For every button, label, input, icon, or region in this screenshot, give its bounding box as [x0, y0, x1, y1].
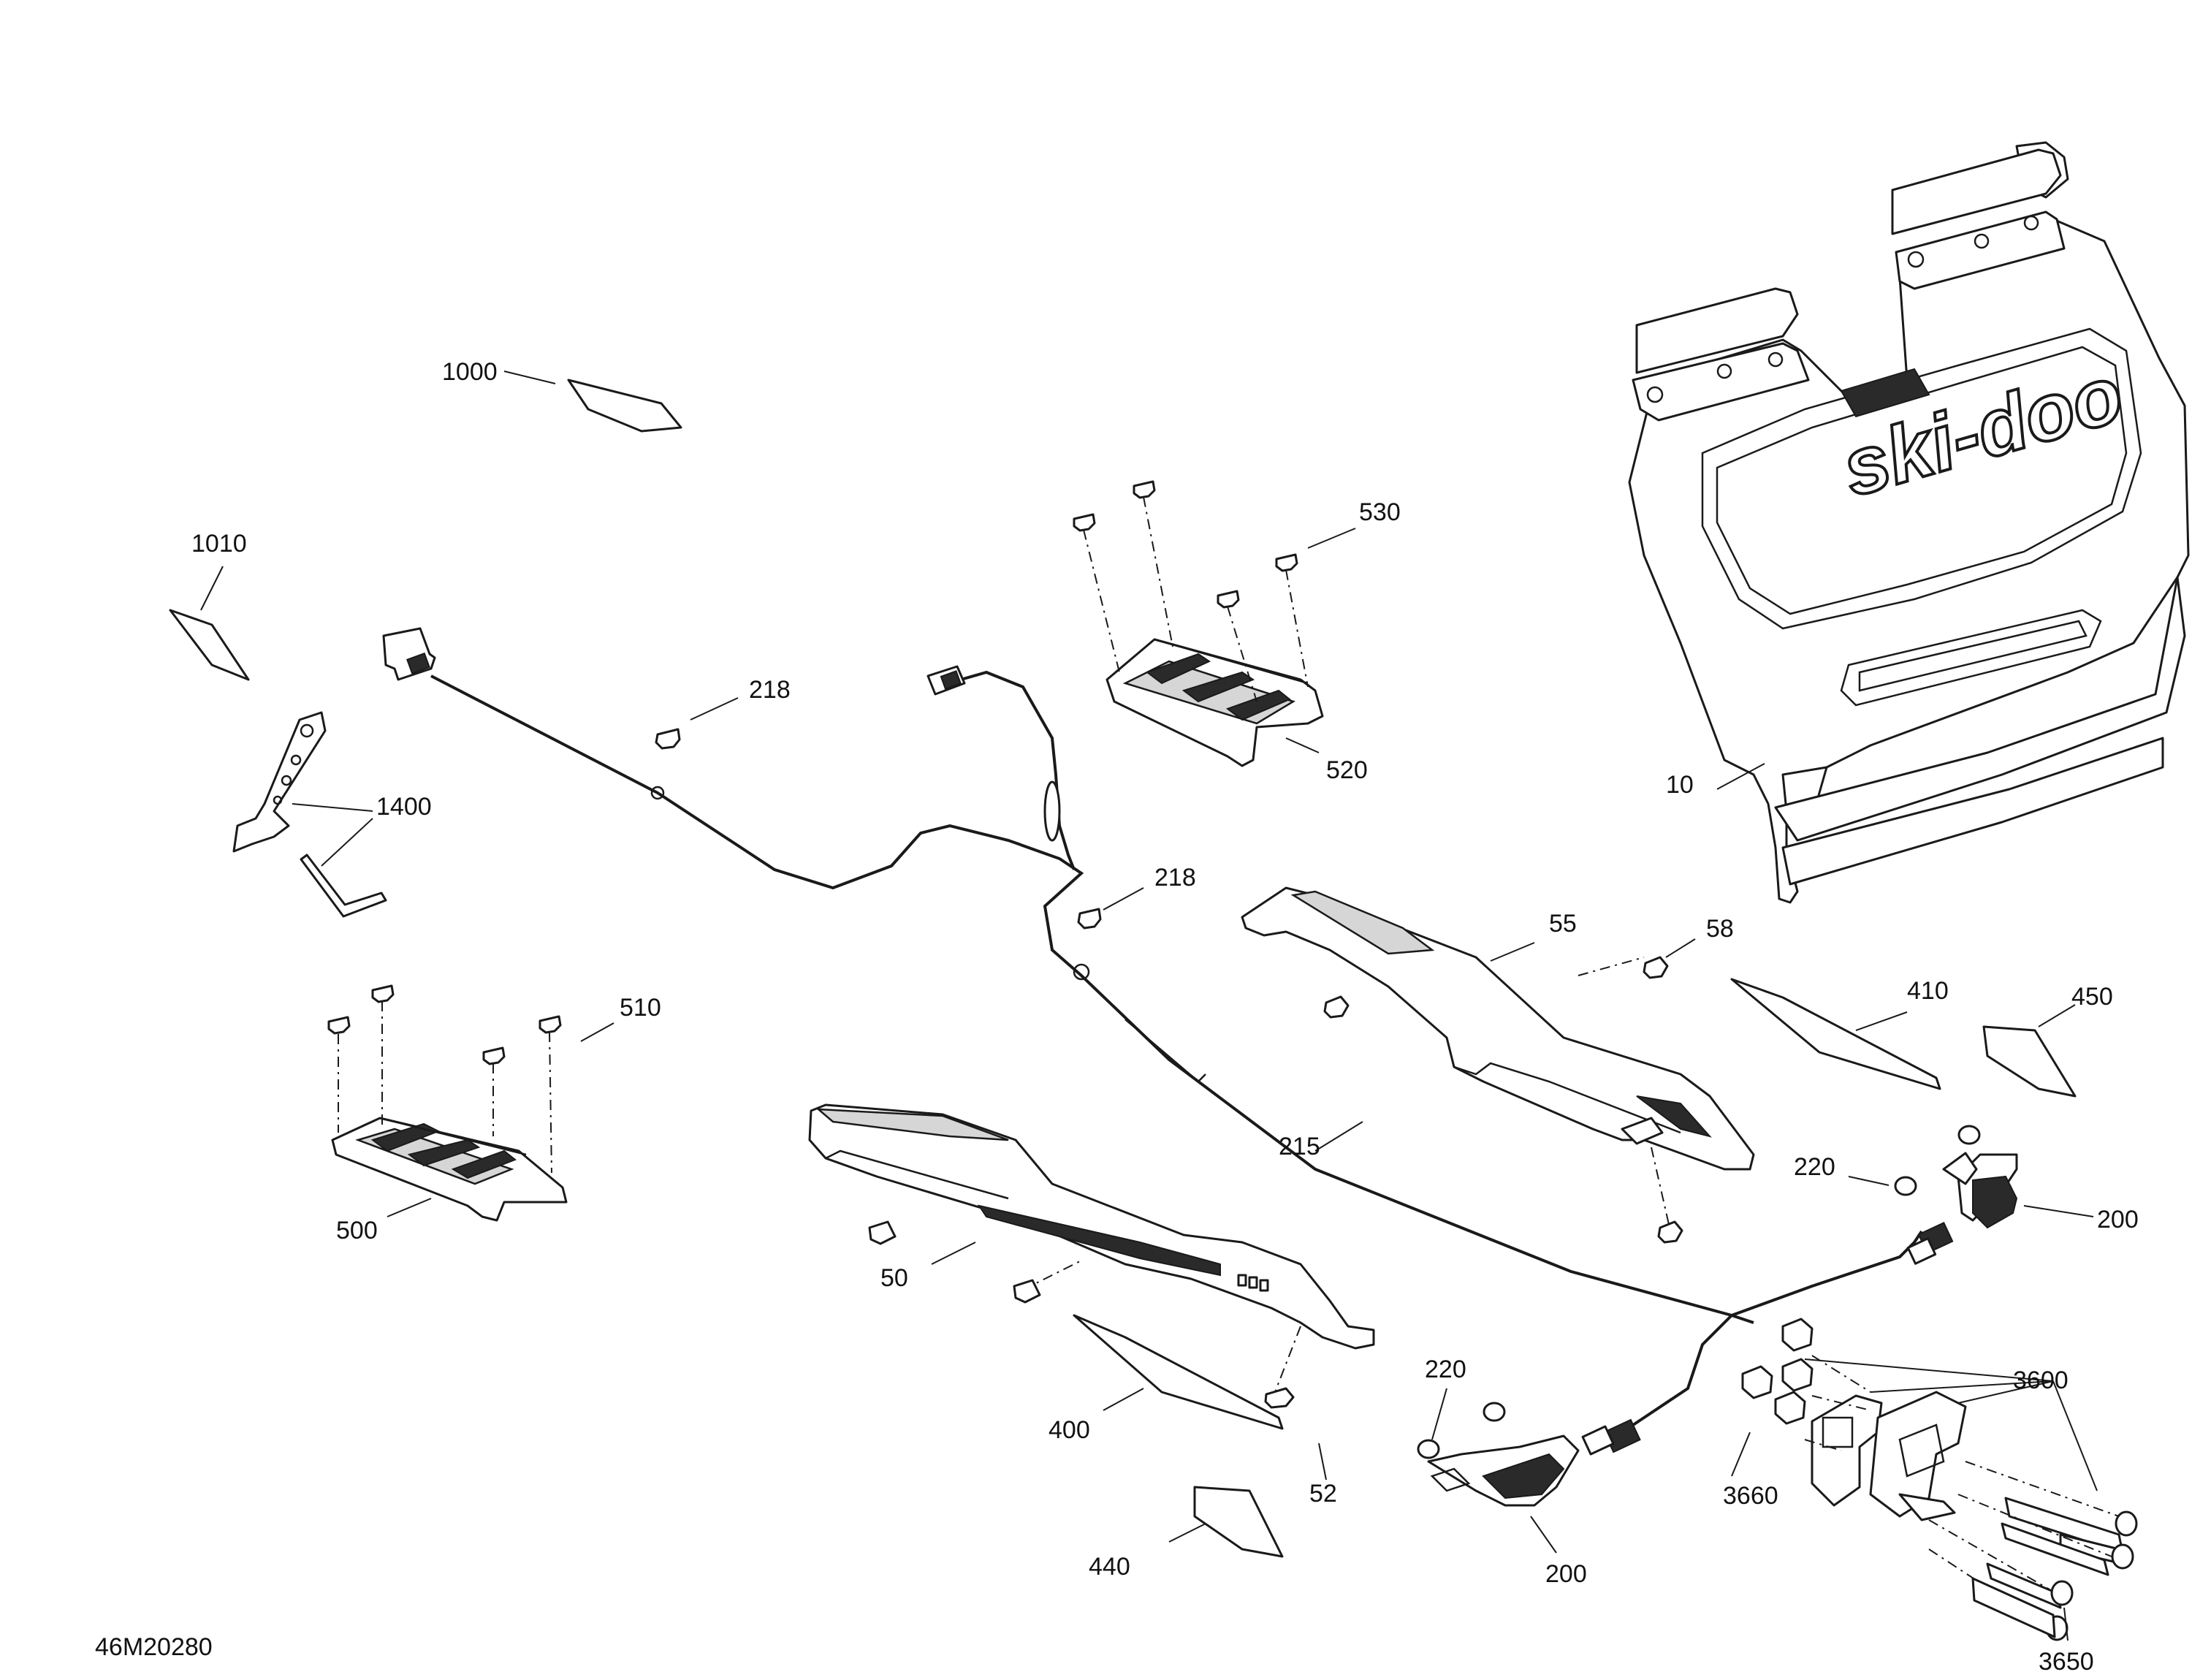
tail-light-200-left — [1427, 1434, 1580, 1507]
rivet-58 — [1323, 956, 1683, 1244]
callout-510: 510 — [620, 994, 661, 1022]
callout-400: 400 — [1049, 1416, 1090, 1444]
callout-200-right: 200 — [2097, 1206, 2139, 1234]
screws-530 — [1073, 480, 1309, 702]
callout-220-left: 220 — [1425, 1356, 1466, 1383]
callout-1010: 1010 — [191, 530, 247, 558]
screws-510 — [327, 984, 562, 1174]
decal-410 — [1730, 978, 1941, 1090]
callout-58: 58 — [1706, 915, 1734, 943]
drawing-number: 46M20280 — [95, 1633, 213, 1661]
callout-50: 50 — [880, 1264, 908, 1292]
callout-55: 55 — [1549, 910, 1577, 938]
callout-218-upper: 218 — [749, 676, 791, 704]
footrest-part-520 — [1105, 638, 1324, 767]
rivet-50-loose — [868, 1220, 1041, 1304]
side-panel-left-50 — [808, 1103, 1375, 1393]
callout-500: 500 — [336, 1217, 378, 1244]
hitch-bracket-3600 — [1811, 1391, 1967, 1521]
decal-1000 — [567, 379, 682, 433]
decal-450 — [1982, 1025, 2077, 1098]
callout-410: 410 — [1907, 977, 1949, 1005]
decal-400 — [1073, 1314, 1284, 1430]
callout-labels: 1000 1010 1400 218 218 530 520 10 55 58 … — [191, 358, 2139, 1676]
rear-flap-part-10: ski-doo — [1628, 141, 2190, 904]
callout-440: 440 — [1089, 1553, 1130, 1581]
callout-450: 450 — [2071, 983, 2113, 1011]
decal-1010 — [169, 609, 250, 681]
callout-520: 520 — [1326, 756, 1368, 784]
grommet-218-lower — [1077, 908, 1102, 930]
callout-215: 215 — [1279, 1133, 1320, 1160]
callout-3600: 3600 — [2013, 1367, 2069, 1394]
rivet-52 — [1264, 1387, 1295, 1409]
footrest-part-500 — [331, 1117, 568, 1222]
callout-3650: 3650 — [2039, 1648, 2094, 1676]
callout-530: 530 — [1359, 498, 1401, 526]
callout-10: 10 — [1666, 771, 1694, 799]
hitch-nuts-3660 — [1741, 1318, 1814, 1425]
callout-220-right: 220 — [1794, 1153, 1835, 1181]
side-panel-right-55 — [1241, 886, 1755, 1228]
callout-1000: 1000 — [442, 358, 498, 386]
decal-440 — [1193, 1486, 1284, 1558]
wrench-kit-1400 — [232, 711, 387, 918]
grommet-218-upper — [655, 728, 681, 750]
callout-218-lower: 218 — [1154, 864, 1196, 892]
callout-3660: 3660 — [1723, 1482, 1778, 1510]
leader-lines — [200, 370, 2098, 1641]
callout-200-left: 200 — [1545, 1560, 1587, 1588]
tail-light-200-right — [1942, 1152, 2018, 1229]
callout-52: 52 — [1309, 1480, 1337, 1508]
wiring-harness-215 — [382, 627, 1954, 1456]
hitch-bolts-3650 — [1804, 1355, 2138, 1641]
callout-1400: 1400 — [376, 793, 432, 821]
grommet-220 — [1417, 1125, 1981, 1459]
